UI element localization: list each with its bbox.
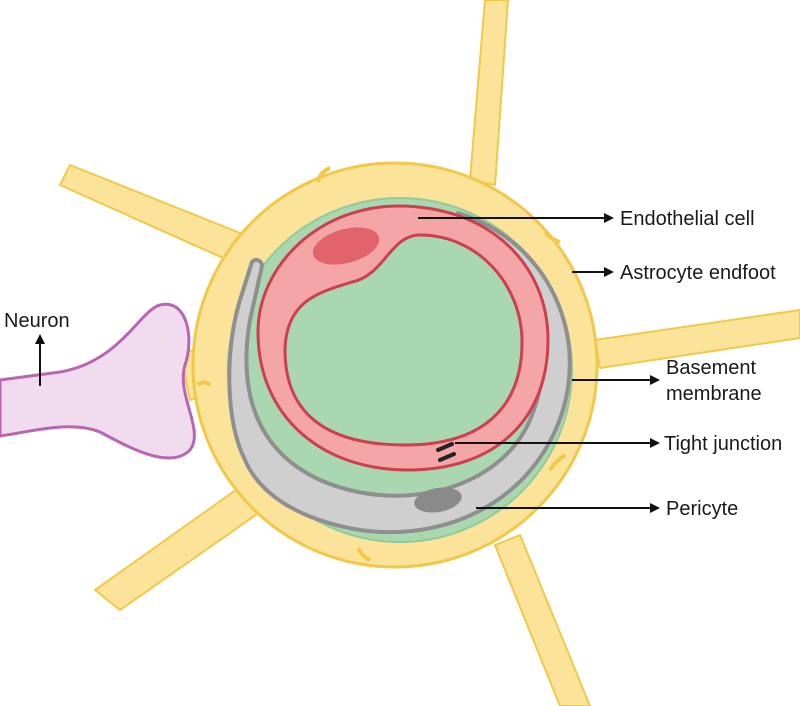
label-pericyte: Pericyte (666, 498, 738, 520)
astrocyte-arm-bottom (494, 534, 591, 706)
leader-arrows (35, 213, 660, 513)
tight-junction-marks (436, 442, 456, 462)
label-neuron: Neuron (4, 310, 70, 332)
astrocyte-arm-upper-left (59, 164, 246, 263)
pericyte (227, 211, 572, 535)
pericyte-nucleus (414, 487, 462, 513)
neuron (0, 302, 196, 460)
endothelial-nucleus (312, 227, 380, 265)
label-tight-junction: Tight junction (664, 433, 782, 455)
label-basement-line2: membrane (666, 383, 762, 405)
endothelial-cell (256, 204, 550, 472)
astrocyte-arm-top (469, 0, 509, 186)
label-endothelial-cell: Endothelial cell (620, 208, 755, 230)
label-astrocyte-endfoot: Astrocyte endfoot (620, 262, 776, 284)
label-basement-line1: Basement (666, 357, 756, 379)
